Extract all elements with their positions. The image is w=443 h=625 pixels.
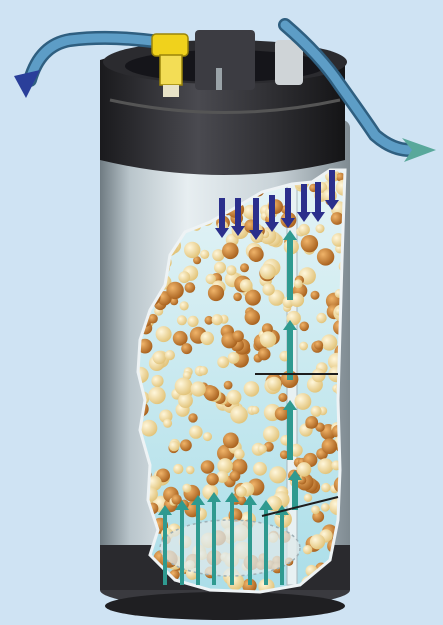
resin-bead: [201, 460, 215, 474]
resin-bead: [249, 247, 264, 262]
resin-bead: [299, 342, 308, 351]
resin-bead: [181, 343, 192, 354]
resin-bead: [178, 393, 193, 408]
resin-bead: [199, 366, 208, 375]
resin-bead: [258, 444, 267, 453]
resin-bead: [311, 505, 320, 514]
resin-bead: [258, 348, 271, 361]
resin-bead: [269, 466, 286, 483]
resin-bead: [180, 439, 192, 451]
resin-bead: [226, 265, 236, 275]
resin-bead: [316, 224, 325, 233]
resin-bead: [297, 462, 312, 477]
resin-bead: [298, 224, 310, 236]
resin-bead: [185, 282, 196, 293]
resin-bead: [267, 377, 281, 391]
resin-bead: [260, 331, 276, 347]
resin-bead: [187, 316, 198, 327]
resin-bead: [182, 484, 191, 493]
resin-bead: [184, 242, 200, 258]
resin-bead: [331, 212, 344, 225]
resin-bead: [151, 375, 163, 387]
resin-bead: [223, 433, 239, 449]
resin-bead: [227, 390, 242, 405]
resin-bead: [206, 473, 218, 485]
resin-bead: [204, 386, 219, 401]
resin-bead: [251, 406, 259, 414]
resin-bead: [230, 471, 241, 482]
resin-bead: [203, 432, 212, 441]
resin-bead: [310, 534, 325, 549]
resin-bead: [314, 340, 323, 349]
resin-bead: [253, 462, 267, 476]
resin-bead: [303, 545, 312, 554]
resin-bead: [317, 248, 334, 265]
resin-bead: [191, 381, 206, 396]
resin-bead: [177, 315, 187, 325]
resin-bead: [212, 314, 223, 325]
resin-bead: [244, 381, 260, 397]
resin-bead: [316, 313, 326, 323]
resin-bead: [165, 350, 175, 360]
resin-bead: [173, 464, 183, 474]
resin-bead: [200, 332, 214, 346]
resin-bead: [232, 330, 244, 342]
resin-bead: [228, 352, 240, 364]
resin-bead: [295, 393, 312, 410]
resin-bead: [217, 356, 229, 368]
resin-bead: [245, 310, 260, 325]
resin-bead: [321, 503, 330, 512]
resin-bead: [304, 494, 312, 502]
resin-bead: [222, 243, 239, 260]
resin-bead: [188, 413, 197, 422]
resin-bead: [180, 301, 189, 310]
resin-bead: [178, 271, 190, 283]
resin-bead: [233, 293, 242, 302]
resin-bead: [294, 279, 303, 288]
resin-bead: [260, 264, 276, 280]
resin-bead: [305, 416, 318, 429]
resin-bead: [318, 458, 334, 474]
resin-bead: [214, 262, 226, 274]
arrow-left-icon: [14, 70, 40, 98]
resin-bead: [278, 393, 287, 402]
resin-bead: [321, 334, 337, 350]
resin-bead: [148, 387, 165, 404]
resin-bead: [321, 483, 330, 492]
resin-bead: [163, 419, 172, 428]
resin-bead: [263, 426, 279, 442]
resin-bead: [156, 326, 172, 342]
resin-bead: [186, 466, 195, 475]
resin-bead: [301, 235, 318, 252]
resin-bead: [153, 351, 166, 364]
resin-bead: [208, 285, 224, 301]
resin-bead: [311, 406, 322, 417]
resin-bead: [299, 322, 309, 332]
resin-bead: [224, 381, 233, 390]
resin-bead: [189, 425, 202, 438]
resin-bead: [175, 378, 193, 396]
resin-bead: [236, 486, 247, 497]
resin-bead: [311, 291, 320, 300]
resin-bead: [240, 263, 249, 272]
resin-bead: [240, 279, 253, 292]
resin-bead: [141, 420, 158, 437]
resin-bead: [322, 438, 338, 454]
resin-bead: [169, 441, 179, 451]
resin-bead: [200, 250, 209, 259]
resin-bead: [312, 369, 326, 383]
resin-bead: [234, 449, 245, 460]
resin-bead: [262, 283, 274, 295]
resin-bead: [230, 406, 248, 424]
resin-bead: [245, 290, 261, 306]
resin-bead: [166, 282, 183, 299]
